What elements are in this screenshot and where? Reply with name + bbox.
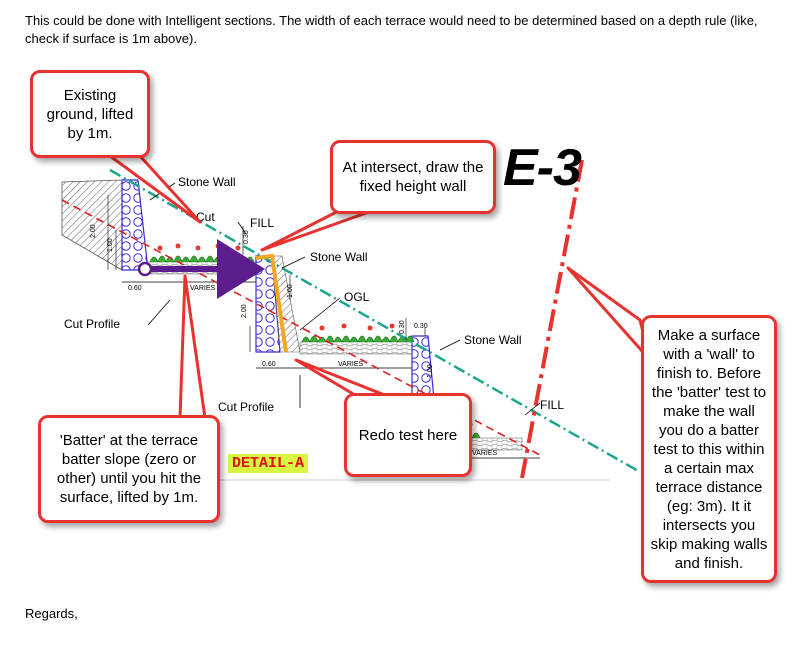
label-stone-wall-1: Stone Wall bbox=[178, 175, 236, 189]
batter-start-point bbox=[137, 261, 153, 277]
label-cut-profile-1: Cut Profile bbox=[64, 317, 120, 331]
dim-1-00-a: 1.00 bbox=[107, 238, 114, 252]
fixed-height-wall-highlight bbox=[255, 253, 288, 353]
dim-2-00-a: 2.00 bbox=[90, 224, 97, 238]
callout-surface-wall: Make a surface with a 'wall' to finish t… bbox=[641, 315, 777, 583]
dim-varies-c: VARIES bbox=[472, 450, 497, 457]
dim-1-00-c: 1.00 bbox=[427, 364, 434, 378]
dim-varies-a: VARIES bbox=[190, 285, 215, 292]
dim-1-00-b: 1.00 bbox=[287, 284, 294, 298]
dim-0-30-c: 0.30 bbox=[414, 323, 428, 330]
callout-redo: Redo test here bbox=[344, 393, 472, 477]
closing-text: Regards, bbox=[25, 606, 78, 621]
dimension-lines bbox=[107, 195, 426, 352]
dim-0-60-b: 0.60 bbox=[262, 361, 276, 368]
callout-batter: 'Batter' at the terrace batter slope (ze… bbox=[38, 415, 220, 523]
dim-0-30-b: 0.30 bbox=[399, 320, 406, 334]
callout-existing-ground: Existing ground, lifted by 1m. bbox=[30, 70, 150, 158]
intro-paragraph: This could be done with Intelligent sect… bbox=[25, 13, 758, 46]
label-stone-wall-3: Stone Wall bbox=[464, 333, 522, 347]
lifted-surface-line bbox=[109, 168, 641, 474]
leader-lines bbox=[147, 182, 541, 416]
label-stone-wall-2: Stone Wall bbox=[310, 250, 368, 264]
label-cut-profile-2: Cut Profile bbox=[218, 400, 274, 414]
label-cut: Cut bbox=[196, 210, 215, 224]
label-fill-1: FILL bbox=[250, 216, 274, 230]
section-title: E-3 bbox=[503, 139, 582, 197]
section-line bbox=[520, 159, 584, 479]
dim-0-60-a: 0.60 bbox=[128, 285, 142, 292]
dim-0-30-a: 0.30 bbox=[243, 230, 250, 244]
dim-2-00-b: 2.00 bbox=[241, 304, 248, 318]
dim-varies-b: VARIES bbox=[338, 361, 363, 368]
terrace-2-fill bbox=[299, 341, 413, 355]
callout-intersect: At intersect, draw the fixed height wall bbox=[330, 140, 496, 214]
label-ogl: OGL bbox=[344, 290, 370, 304]
stone-wall-1 bbox=[121, 179, 149, 271]
label-fill-2: FILL bbox=[540, 398, 564, 412]
detail-label: DETAIL-A bbox=[228, 454, 309, 473]
plants-terrace-1 bbox=[149, 243, 255, 264]
